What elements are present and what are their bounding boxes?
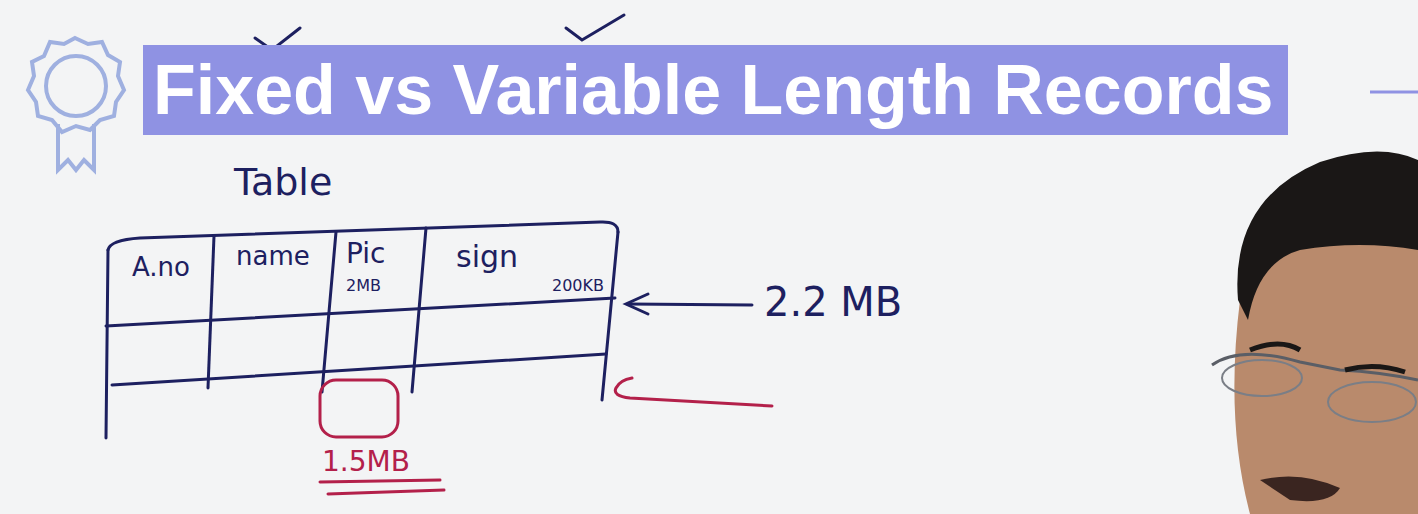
column-header: sign bbox=[456, 242, 518, 272]
title-band: Fixed vs Variable Length Records bbox=[143, 45, 1288, 135]
pointer-arrow bbox=[626, 294, 752, 314]
column-header: A.no bbox=[132, 254, 190, 280]
badge-icon bbox=[28, 38, 124, 170]
size-note: 2MB bbox=[346, 278, 381, 294]
table-heading: Table bbox=[234, 163, 332, 201]
check-mark bbox=[566, 15, 624, 40]
column-header: name bbox=[236, 243, 310, 269]
column-header: Pic bbox=[346, 240, 385, 268]
table-grid bbox=[106, 222, 618, 438]
size-note: 200KB bbox=[552, 278, 604, 294]
title-rule bbox=[1370, 91, 1418, 94]
slide-title: Fixed vs Variable Length Records bbox=[153, 55, 1273, 125]
size-callout: 2.2 MB bbox=[764, 282, 902, 322]
presenter-figure bbox=[1212, 151, 1418, 514]
highlight-marks bbox=[320, 378, 772, 494]
size-callout: 1.5MB bbox=[322, 448, 410, 476]
